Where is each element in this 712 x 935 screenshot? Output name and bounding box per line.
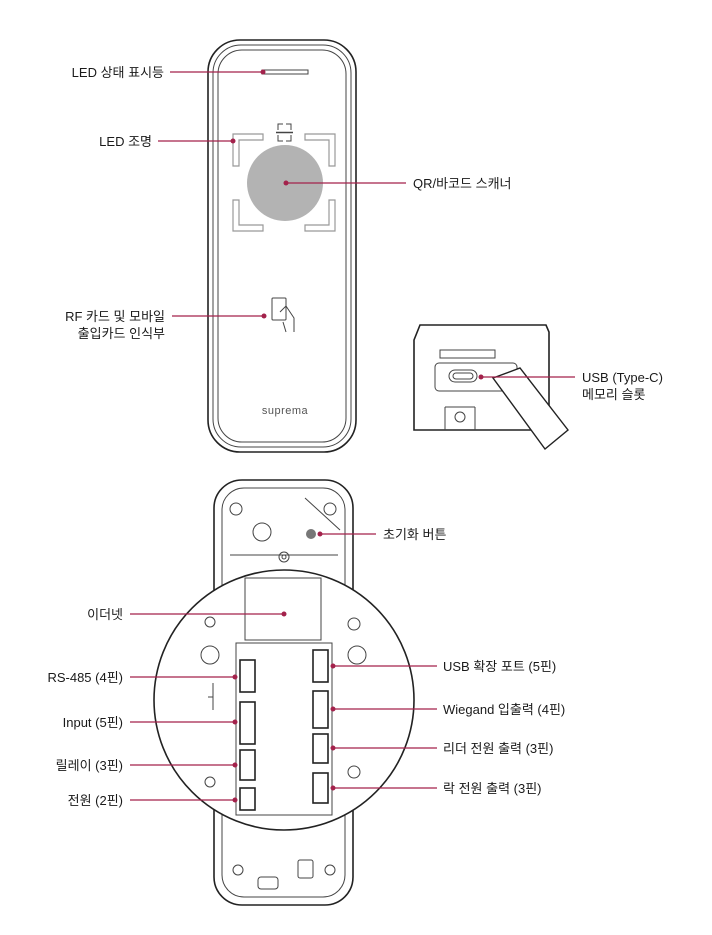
reader-power-connector	[312, 733, 329, 764]
front-view: suprema	[207, 39, 357, 453]
connectors	[239, 649, 329, 811]
label-lock-power: 락 전원 출력 (3핀)	[443, 781, 541, 796]
rs485-connector	[239, 659, 256, 693]
label-relay: 릴레이 (3핀)	[56, 758, 123, 773]
leader-lines	[130, 69, 575, 803]
label-rs485: RS-485 (4핀)	[47, 670, 123, 685]
label-rf-line2: 출입카드 인식부	[78, 326, 165, 341]
label-usb-line2: 메모리 슬롯	[582, 387, 645, 402]
usb-cover-flap	[491, 367, 569, 451]
magnified-area	[153, 569, 415, 831]
back-view	[153, 479, 415, 906]
led-light-brackets	[232, 133, 336, 232]
label-qr-scanner: QR/바코드 스캐너	[413, 176, 511, 191]
usb-ext-connector	[312, 649, 329, 683]
relay-connector	[239, 749, 256, 781]
power-connector	[239, 787, 256, 811]
front-body	[207, 39, 357, 453]
lock-power-connector	[312, 772, 329, 804]
label-usb-ext: USB 확장 포트 (5핀)	[443, 659, 556, 674]
label-led-status: LED 상태 표시등	[72, 65, 164, 80]
label-led-light: LED 조명	[99, 134, 152, 149]
label-rf-line1: RF 카드 및 모바일	[65, 309, 165, 324]
label-reader-power: 리더 전원 출력 (3핀)	[443, 741, 553, 756]
wiegand-connector	[312, 690, 329, 729]
label-input: Input (5핀)	[63, 715, 123, 730]
card-hand-icon	[271, 297, 295, 333]
usb-c-port	[448, 369, 478, 383]
input-connector	[239, 701, 256, 745]
label-usb-line1: USB (Type-C)	[582, 370, 663, 385]
ethernet-port	[244, 577, 322, 641]
label-ethernet: 이더넷	[87, 607, 123, 622]
label-power: 전원 (2핀)	[68, 793, 123, 808]
labels: LED 상태 표시등 LED 조명 QR/바코드 스캐너 RF 카드 및 모바일…	[47, 65, 662, 808]
brand-logo: suprema	[262, 405, 309, 417]
side-view	[413, 324, 569, 451]
reset-button	[306, 529, 316, 539]
qr-icon	[276, 123, 293, 142]
label-reset: 초기화 버튼	[383, 527, 446, 542]
label-wiegand: Wiegand 입출력 (4핀)	[443, 702, 565, 717]
